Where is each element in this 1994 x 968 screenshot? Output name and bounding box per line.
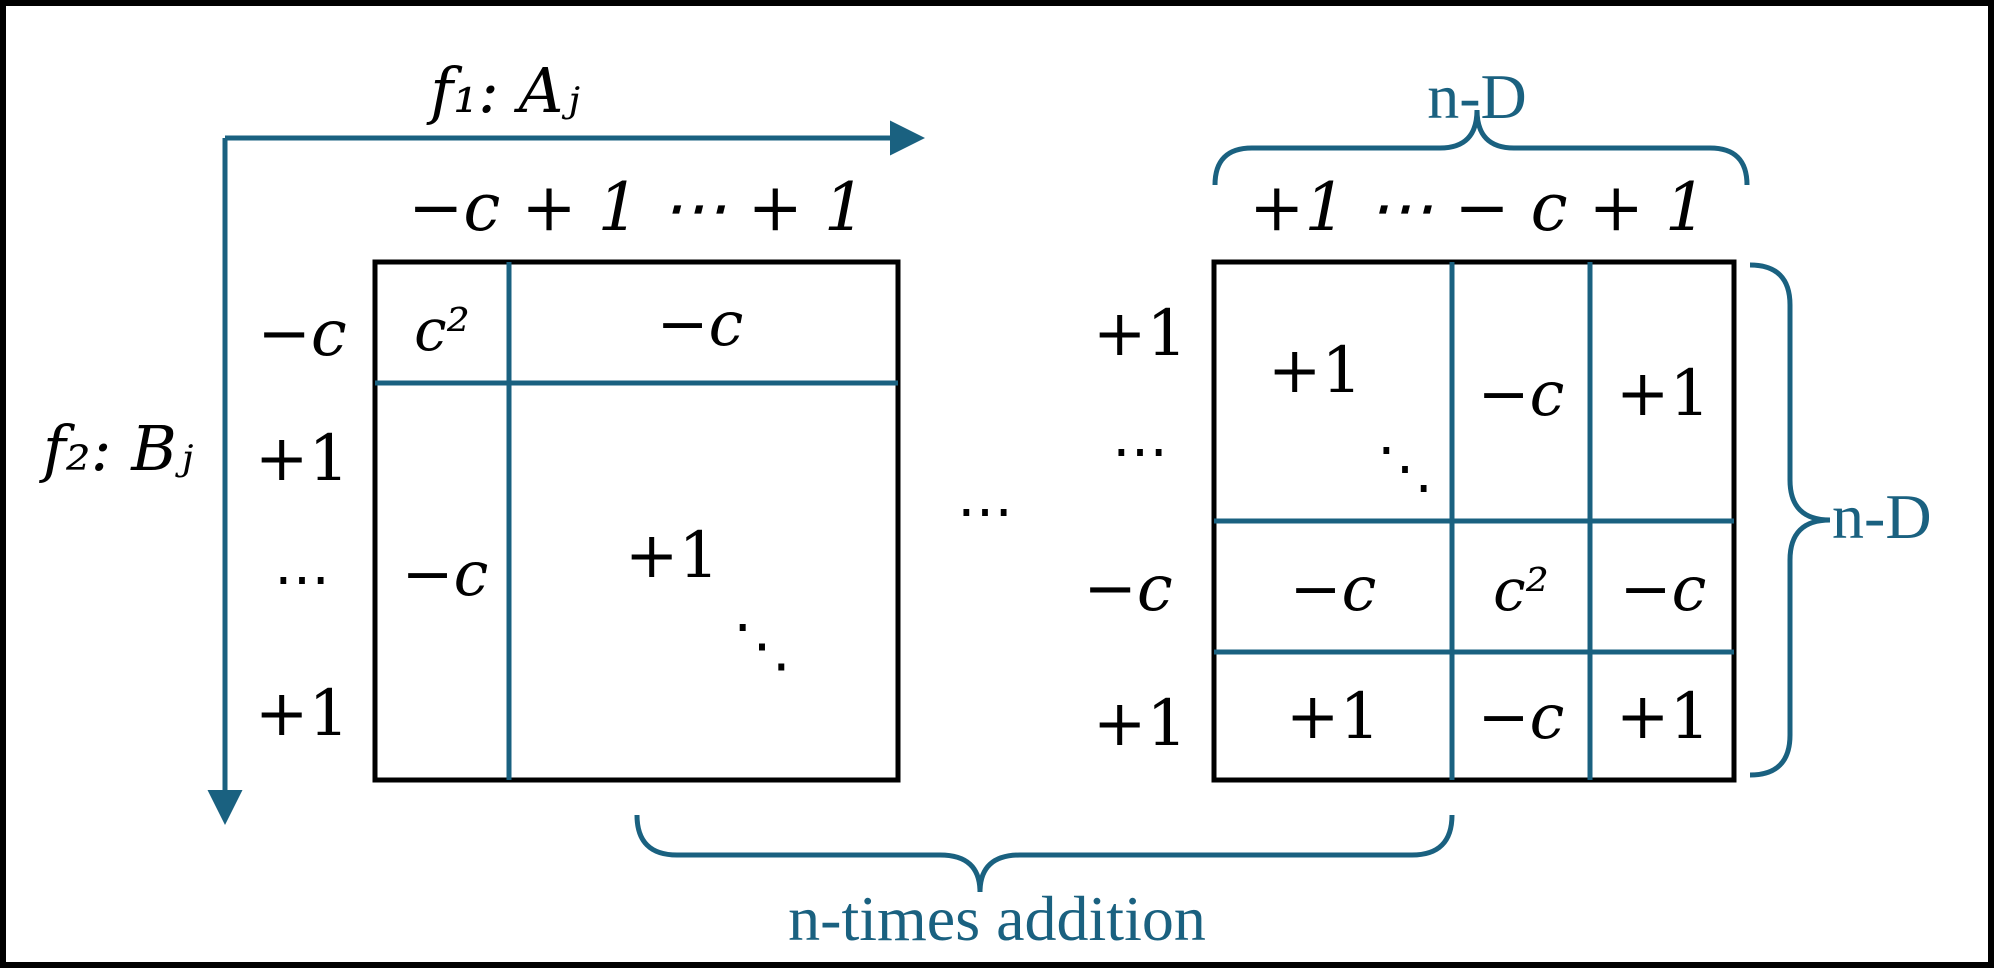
right-row-header-3: −c: [1083, 552, 1172, 626]
left-cell-top-left: c²: [414, 296, 470, 364]
right-cell-r3c3: +1: [1616, 680, 1710, 754]
between-matrices-dots: ⋯: [957, 479, 1013, 544]
right-cell-r3c1: +1: [1286, 680, 1380, 754]
right-side-brace: [1749, 262, 1831, 778]
right-cell-r2c2: c²: [1493, 556, 1549, 624]
right-top-brace: [1212, 109, 1750, 186]
left-row-header-4: +1: [255, 677, 349, 751]
right-top-brace-label: n-D: [1427, 61, 1527, 132]
left-matrix: −c + 1 ⋯ + 1 −c +1 ⋯ +1 c² −c −c +1 ⋱: [255, 169, 901, 783]
right-cell-r3c2: −c: [1478, 680, 1565, 753]
left-cell-bottom-left: −c: [402, 537, 489, 610]
right-side-brace-label: n-D: [1832, 481, 1932, 552]
right-cell-r1c2: −c: [1478, 357, 1565, 430]
right-column-header: +1 ⋯ − c + 1: [1249, 169, 1707, 246]
right-row-header-1: +1: [1093, 297, 1187, 371]
bottom-brace: [634, 814, 1455, 893]
right-cell-r1c3: +1: [1616, 357, 1710, 431]
left-row-header-1: −c: [257, 297, 346, 371]
left-row-header-2: +1: [255, 422, 349, 496]
right-cell-r2c1: −c: [1290, 552, 1377, 625]
f1-axis-label: f₁: Aⱼ: [426, 54, 580, 127]
right-row-header-4: +1: [1093, 687, 1187, 761]
right-cell-r2c3: −c: [1620, 552, 1707, 625]
left-cell-diagonal-dots: ⋱: [733, 611, 791, 679]
right-row-header-2: ⋯: [1112, 419, 1168, 484]
left-row-header-3: ⋯: [274, 547, 330, 612]
left-column-header: −c + 1 ⋯ + 1: [408, 169, 866, 246]
right-cell-r1c1-dots: ⋱: [1377, 436, 1433, 501]
right-matrix: n-D +1 ⋯ − c + 1 n-D +1 ⋯ −c +1 +1 ⋱ −c …: [1083, 61, 1932, 783]
right-cell-r1c1: +1: [1268, 334, 1362, 408]
left-matrix-border: [372, 259, 901, 783]
f2-axis-label: f₂: Bⱼ: [39, 412, 194, 485]
left-cell-bottom-right: +1: [625, 519, 719, 593]
bottom-brace-label: n-times addition: [788, 883, 1206, 954]
left-cell-top-right: −c: [657, 287, 744, 360]
